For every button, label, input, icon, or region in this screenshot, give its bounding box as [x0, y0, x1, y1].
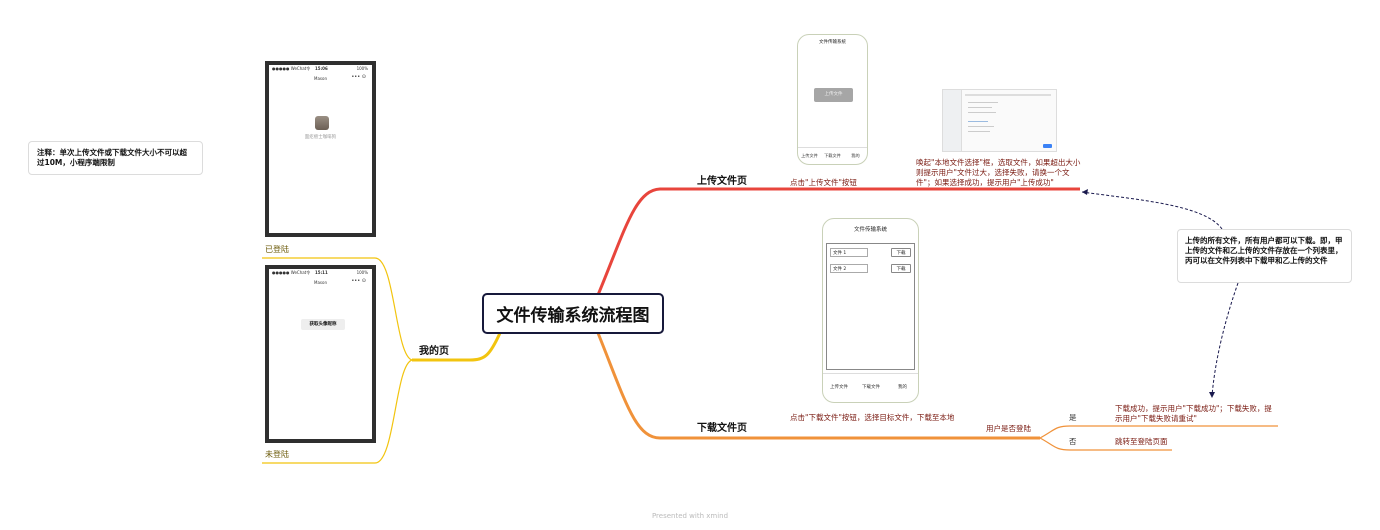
logged-out-label: 未登陆 [265, 450, 289, 459]
phone-upload: 文件传输系统 上传文件 上传文件 下载文件 我的 [797, 34, 868, 165]
miniapp-title: Mason [314, 280, 327, 285]
picker-sidebar [943, 90, 962, 151]
picker-row [968, 126, 994, 127]
branch-my-page[interactable]: 我的页 [419, 346, 449, 357]
phone-logged-out: ●●●●● WeChat令 15:11 100% Mason ••• ⊙ 获取头… [265, 265, 376, 443]
upload-branch-line [596, 187, 1080, 296]
picker-row [968, 121, 988, 122]
upload-file-button[interactable]: 上传文件 [814, 88, 853, 102]
nickname: 面疙瘩士咖啡狗 [304, 135, 337, 140]
picker-row [968, 112, 996, 113]
list-item: 文件 2 下载 [830, 264, 911, 274]
yes-branch-line [1039, 425, 1278, 439]
status-bar: ●●●●● WeChat令 15:06 100% [272, 66, 368, 71]
list-item: 文件 1 下载 [830, 248, 911, 258]
upload-result-label: 唤起"本地文件选择"框，选取文件，如果超出大小则提示用户"文件过大，选择失败，请… [916, 158, 1081, 187]
status-bar: ●●●●● WeChat令 15:11 100% [272, 270, 368, 275]
yes-result-label: 下载成功，提示用户"下载成功"；下载失败，提示用户"下载失败请重试" [1115, 404, 1272, 423]
avatar [315, 116, 329, 130]
picker-toolbar [965, 94, 1051, 96]
file-list: 文件 1 下载 文件 2 下载 [826, 243, 915, 370]
logged-in-line [262, 257, 413, 361]
download-step-label: 点击"下载文件"按钮，选择目标文件，下载至本地 [790, 413, 955, 422]
branch-upload-page[interactable]: 上传文件页 [697, 176, 747, 187]
file-name: 文件 2 [830, 264, 868, 273]
callout-arrowhead-download [1209, 392, 1215, 398]
decision-no: 否 [1069, 437, 1077, 446]
upload-phone-title: 文件传输系统 [819, 40, 846, 45]
download-button[interactable]: 下载 [891, 248, 911, 257]
no-result-label: 跳转至登陆页面 [1115, 437, 1168, 446]
tab-my[interactable]: 我的 [887, 373, 918, 402]
decision-label: 用户是否登陆 [986, 424, 1031, 433]
note-box: 注释：单次上传文件或下载文件大小不可以超过10M，小程序端限制 [28, 141, 203, 175]
tab-upload[interactable]: 上传文件 [823, 373, 855, 402]
picker-open-button[interactable] [1043, 144, 1052, 148]
callout-arrow-upload [1081, 191, 1223, 230]
branch-download-page[interactable]: 下载文件页 [697, 423, 747, 434]
tab-download[interactable]: 下载文件 [855, 373, 887, 402]
download-button[interactable]: 下载 [891, 264, 911, 273]
logged-in-label: 已登陆 [265, 245, 289, 254]
phone-screen: ●●●●● WeChat令 15:06 100% Mason ••• ⊙ 面疙瘩… [269, 65, 372, 233]
download-branch-line [596, 332, 1040, 440]
miniapp-title: Mason [314, 76, 327, 81]
picker-row [968, 107, 992, 108]
capsule-menu-icon[interactable]: ••• ⊙ [351, 74, 366, 80]
picker-row [968, 102, 998, 103]
phone-logged-in: ●●●●● WeChat令 15:06 100% Mason ••• ⊙ 面疙瘩… [265, 61, 376, 237]
file-name: 文件 1 [830, 248, 868, 257]
central-topic[interactable]: 文件传输系统流程图 [482, 293, 664, 334]
capsule-menu-icon[interactable]: ••• ⊙ [351, 278, 366, 284]
phone-screen: ●●●●● WeChat令 15:11 100% Mason ••• ⊙ 获取头… [269, 269, 372, 439]
file-picker-dialog [942, 89, 1057, 152]
logged-out-line [262, 359, 413, 464]
decision-yes: 是 [1069, 413, 1077, 422]
callout-arrow-download [1211, 282, 1239, 397]
my-branch-line [412, 332, 502, 362]
callout-arrowhead-upload [1082, 189, 1088, 195]
upload-step-label: 点击"上传文件"按钮 [790, 178, 857, 187]
tab-my[interactable]: 我的 [844, 147, 867, 164]
get-avatar-button[interactable]: 获取头像昵称 [301, 319, 345, 330]
phone-download: 文件传输系统 文件 1 下载 文件 2 下载 上传文件 下载文件 我的 [822, 218, 919, 403]
tab-download[interactable]: 下载文件 [821, 147, 844, 164]
footer-credit: Presented with xmind [651, 512, 729, 520]
picker-row [968, 131, 990, 132]
callout-box: 上传的所有文件，所有用户都可以下载。即，甲上传的文件和乙上传的文件存放在一个列表… [1177, 229, 1352, 283]
download-phone-title: 文件传输系统 [853, 227, 887, 233]
tab-upload[interactable]: 上传文件 [798, 147, 821, 164]
no-branch-line [1039, 437, 1172, 451]
